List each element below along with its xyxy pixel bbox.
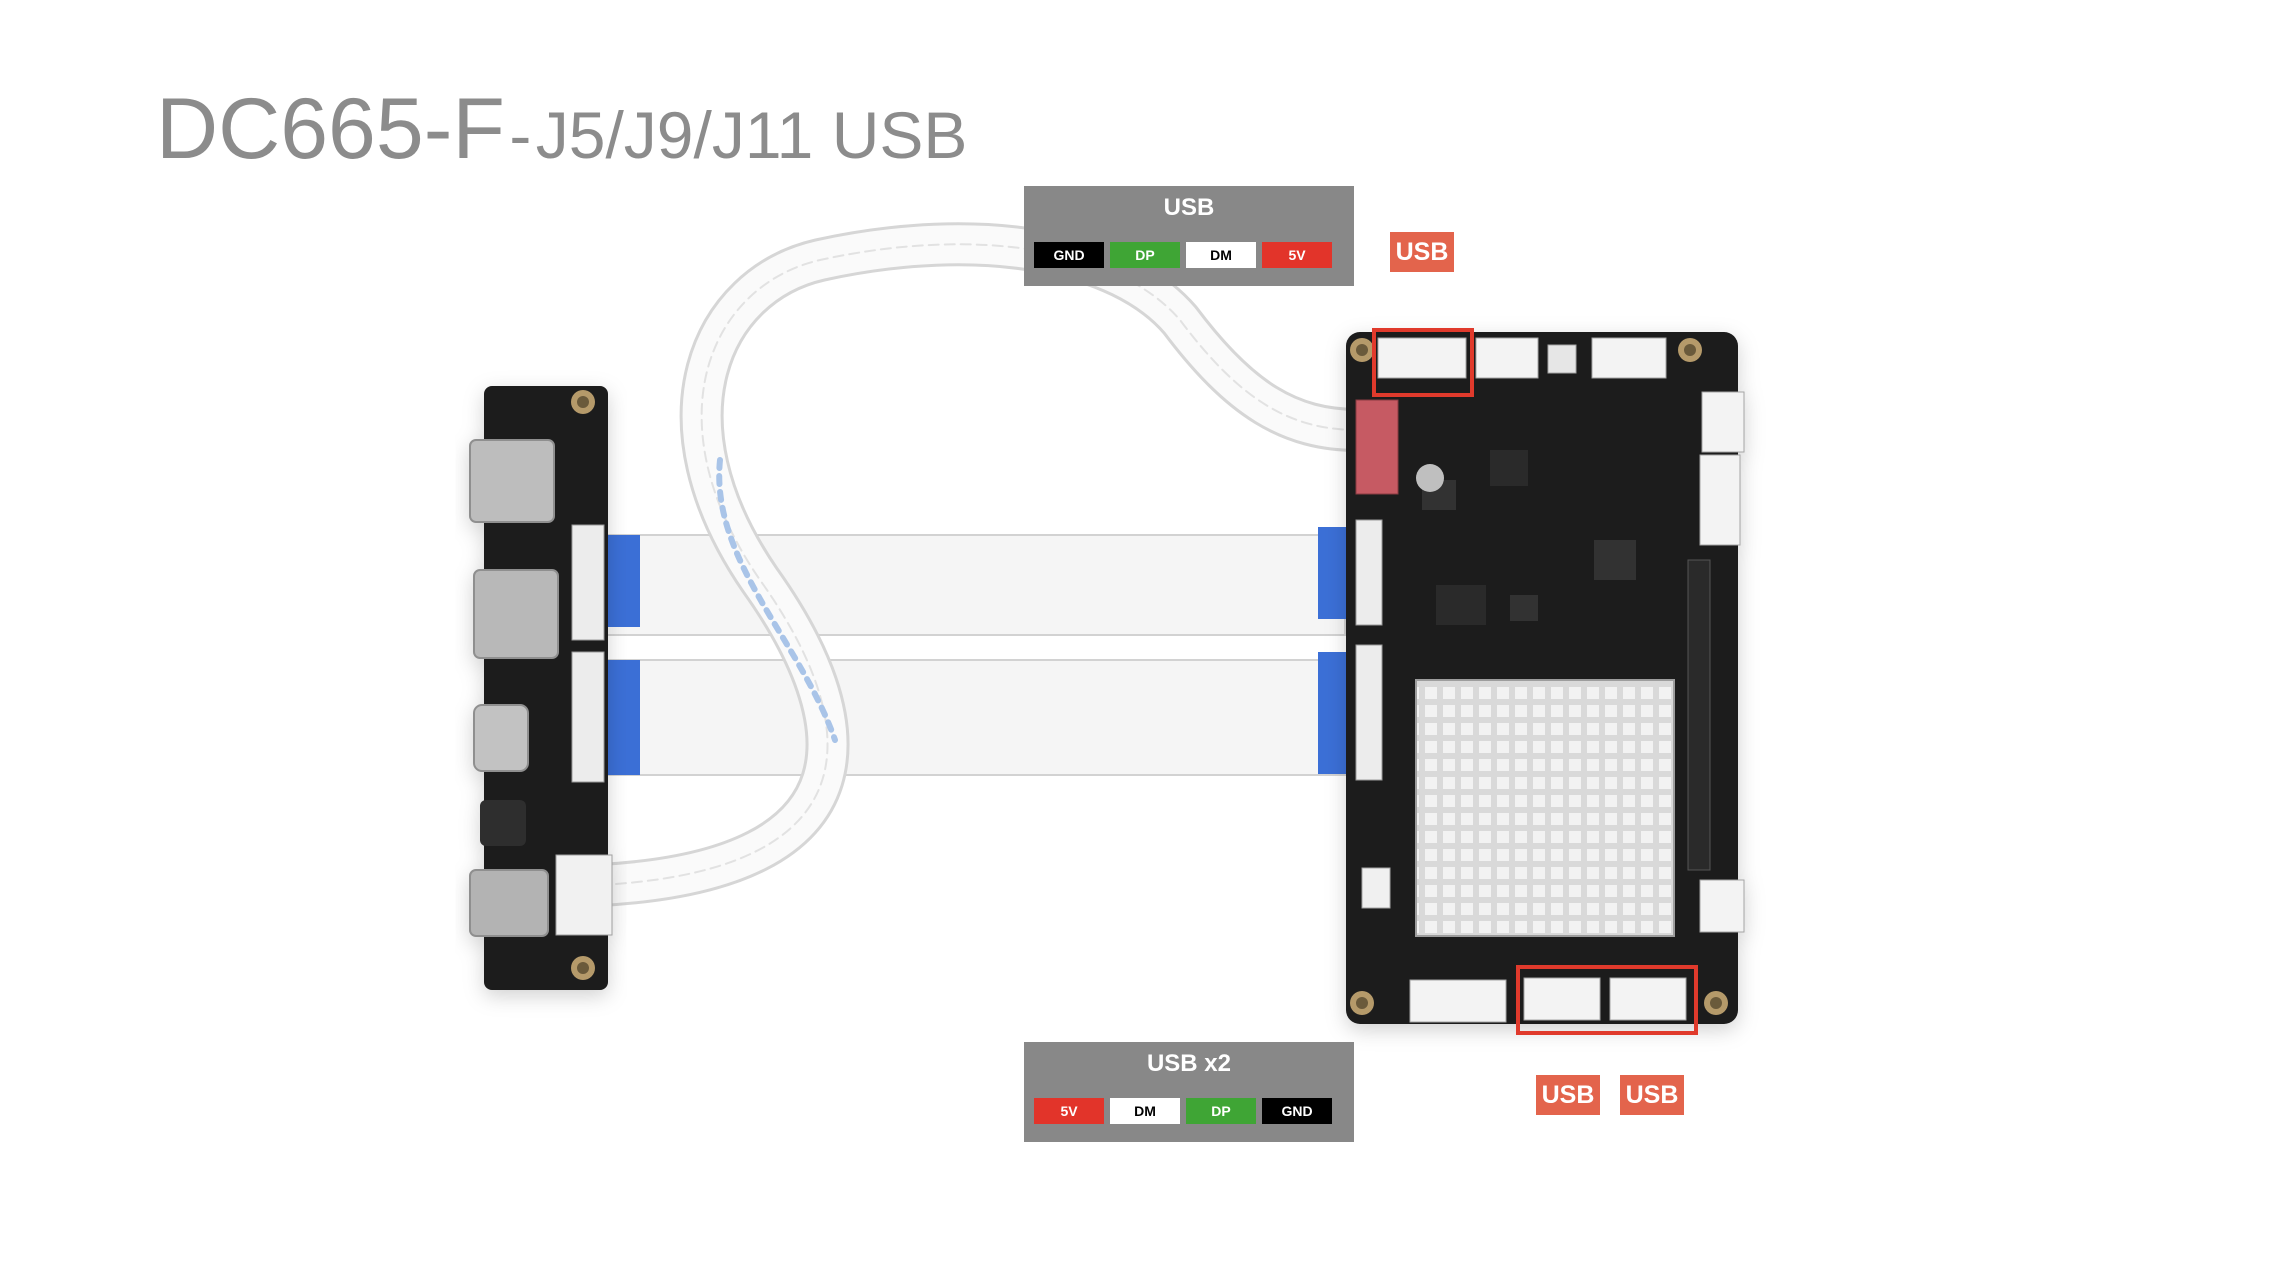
io-daughter-board <box>469 386 613 990</box>
title-sub: J5/J9/J11 USB <box>535 98 968 172</box>
usb-tag-top: USB <box>1390 232 1454 272</box>
usb-tag-bottom-right: USB <box>1620 1075 1684 1115</box>
title-main: DC665-F <box>156 81 505 177</box>
pin-gnd-top: GND <box>1034 242 1104 268</box>
title-separator: - <box>509 98 532 172</box>
usb-c-port-icon <box>473 704 529 772</box>
pin-5v-top: 5V <box>1262 242 1332 268</box>
pin-dm-bottom: DM <box>1110 1098 1180 1124</box>
dc-jack-icon <box>469 869 549 937</box>
pin-dp-top: DP <box>1110 242 1180 268</box>
pin-dm-top: DM <box>1186 242 1256 268</box>
ffc-cable-lower <box>579 659 1346 776</box>
pinout-box-bottom: USB x2 5V DM DP GND <box>1024 1042 1354 1142</box>
usb-wire-harness <box>578 222 1380 907</box>
page-title: DC665-F - J5/J9/J11 USB <box>156 80 967 179</box>
ffc-cable-upper <box>579 534 1346 636</box>
ffc-stiffener-left-upper <box>602 535 640 627</box>
usb-tag-bottom-left: USB <box>1536 1075 1600 1115</box>
pinout-title-top: USB <box>1163 194 1215 221</box>
highlight-usb-bottom <box>1516 965 1698 1035</box>
usb-wire-connector-left <box>555 854 613 936</box>
hdmi-port-icon <box>473 569 559 659</box>
main-board <box>1346 332 1745 1024</box>
pin-5v-bottom: 5V <box>1034 1098 1104 1124</box>
pin-gnd-bottom: GND <box>1262 1098 1332 1124</box>
pinout-box-top: USB GND DP DM 5V <box>1024 186 1354 286</box>
usb-wire-connector-board <box>1355 399 1399 495</box>
heatsink <box>1415 679 1675 937</box>
ffc-cables <box>579 527 1356 776</box>
pin-dp-bottom: DP <box>1186 1098 1256 1124</box>
pinout-title-bottom: USB x2 <box>1146 1050 1232 1077</box>
ffc-stiffener-left-lower <box>602 660 640 775</box>
usb-a-port-icon <box>469 439 555 523</box>
highlight-usb-top <box>1372 328 1474 397</box>
audio-jack-icon <box>480 800 526 846</box>
